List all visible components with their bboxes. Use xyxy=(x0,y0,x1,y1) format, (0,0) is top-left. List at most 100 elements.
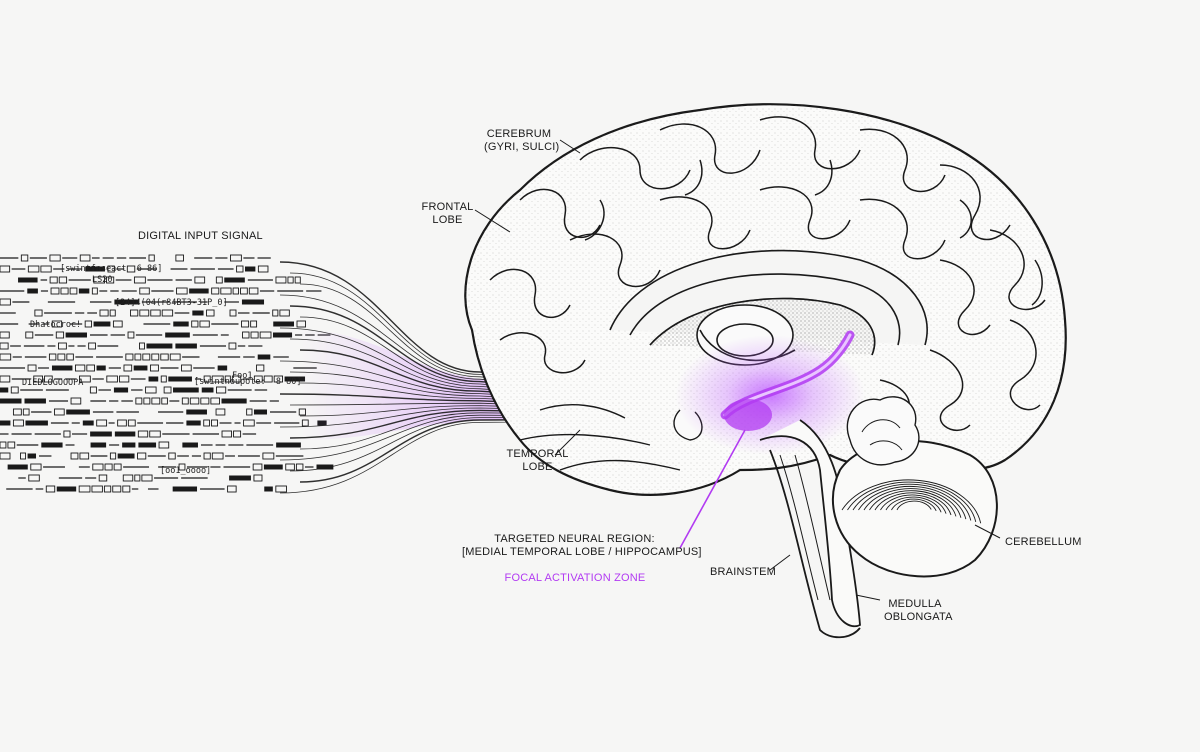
signal-block xyxy=(139,342,145,350)
gyrus-line xyxy=(814,159,833,196)
gyrus-line xyxy=(859,128,946,192)
signal-block xyxy=(79,375,91,383)
signal-wire xyxy=(279,327,701,403)
signal-wire xyxy=(299,382,701,409)
gyrus-line xyxy=(659,196,751,250)
code-fragment: Foo1 xyxy=(232,371,253,381)
code-fragment: [swintnoupote: 8 80] xyxy=(194,377,302,387)
signal-block xyxy=(20,254,29,262)
signal-wire xyxy=(289,417,701,472)
folia-line xyxy=(863,488,962,518)
signal-block xyxy=(112,485,122,493)
signal-bar xyxy=(229,475,251,481)
signal-block xyxy=(122,474,134,482)
label-cerebellum: CEREBELLUM xyxy=(1005,536,1082,548)
signal-bar xyxy=(117,453,135,459)
folia-line xyxy=(869,490,957,517)
signal-bar xyxy=(264,486,273,492)
signal-bar xyxy=(284,376,306,382)
signal-wire xyxy=(279,393,701,411)
signal-block xyxy=(66,353,74,361)
gyrus-line xyxy=(939,259,991,336)
signal-block xyxy=(50,287,60,295)
signal-block xyxy=(211,287,220,295)
label-temporal-line1: TEMPORAL xyxy=(506,448,569,460)
signal-block xyxy=(10,386,19,394)
signal-wires xyxy=(279,261,701,494)
gyrus-line xyxy=(759,186,851,240)
label-frontal-line2: LOBE xyxy=(432,214,463,226)
signal-block xyxy=(163,386,172,394)
signal-bar xyxy=(25,420,48,426)
signal-block xyxy=(149,364,159,372)
gyrus-line xyxy=(989,229,1046,311)
signal-block xyxy=(78,485,91,493)
signal-block xyxy=(25,331,34,339)
signal-block xyxy=(40,265,52,273)
signal-block xyxy=(211,375,224,383)
signal-block xyxy=(158,441,170,449)
signal-bar xyxy=(66,409,90,415)
signal-wire xyxy=(299,412,701,450)
gyrus-line xyxy=(939,164,1011,241)
signal-wire xyxy=(279,407,701,428)
signal-bar xyxy=(276,442,301,448)
signal-block xyxy=(27,364,37,372)
signal-block xyxy=(273,375,284,383)
signal-block xyxy=(34,309,43,317)
signal-block xyxy=(203,375,211,383)
signal-block xyxy=(210,397,220,405)
signal-bar xyxy=(253,409,268,415)
signal-block xyxy=(137,452,147,460)
signal-block xyxy=(275,276,287,284)
signal-block xyxy=(199,320,210,328)
signal-block xyxy=(203,452,211,460)
signal-bar xyxy=(172,486,198,492)
signal-bar xyxy=(85,266,105,272)
label-brainstem: BRAINSTEM xyxy=(710,566,776,578)
signal-bar xyxy=(272,332,293,338)
signal-block xyxy=(151,353,160,361)
signal-bar xyxy=(122,442,136,448)
signal-bar xyxy=(189,288,209,294)
gyrus-line xyxy=(959,199,972,239)
gyrus-line xyxy=(519,188,601,239)
signal-bar xyxy=(173,321,189,327)
signal-bar xyxy=(82,420,94,426)
signal-block xyxy=(91,485,103,493)
label-cerebrum: CEREBRUM (GYRI, SULCI) xyxy=(484,128,559,154)
signal-block xyxy=(161,309,174,317)
signal-bar xyxy=(186,420,201,426)
signal-block xyxy=(54,408,65,416)
label-medulla: MEDULLA OBLONGATA xyxy=(884,598,953,624)
signal-bar xyxy=(96,365,106,371)
gyrus-line xyxy=(489,268,571,319)
signal-bar xyxy=(93,321,111,327)
signal-block xyxy=(103,485,112,493)
signal-block xyxy=(0,298,11,306)
signal-block xyxy=(242,331,250,339)
code-fragment: [swintfnseact 6 86] xyxy=(60,264,163,274)
signal-block xyxy=(229,309,237,317)
signal-block xyxy=(48,353,57,361)
signal-block xyxy=(181,364,192,372)
signal-block xyxy=(92,463,104,471)
signal-block xyxy=(141,474,153,482)
signal-block xyxy=(253,375,263,383)
signal-block xyxy=(137,430,149,438)
signal-bar xyxy=(41,442,63,448)
label-focal-activation: FOCAL ACTIVATION ZONE xyxy=(504,572,646,584)
signal-bar xyxy=(7,464,28,470)
signal-block xyxy=(279,309,290,317)
label-medulla-line2: OBLONGATA xyxy=(884,611,953,623)
signal-bar xyxy=(241,299,265,305)
signal-block xyxy=(88,342,96,350)
signal-block xyxy=(142,353,151,361)
signal-block xyxy=(0,265,11,273)
signal-block xyxy=(259,331,272,339)
signal-block xyxy=(294,276,301,284)
signal-block xyxy=(134,474,141,482)
signal-block xyxy=(57,353,66,361)
signal-block xyxy=(49,254,61,262)
gyrus-line xyxy=(929,349,971,431)
